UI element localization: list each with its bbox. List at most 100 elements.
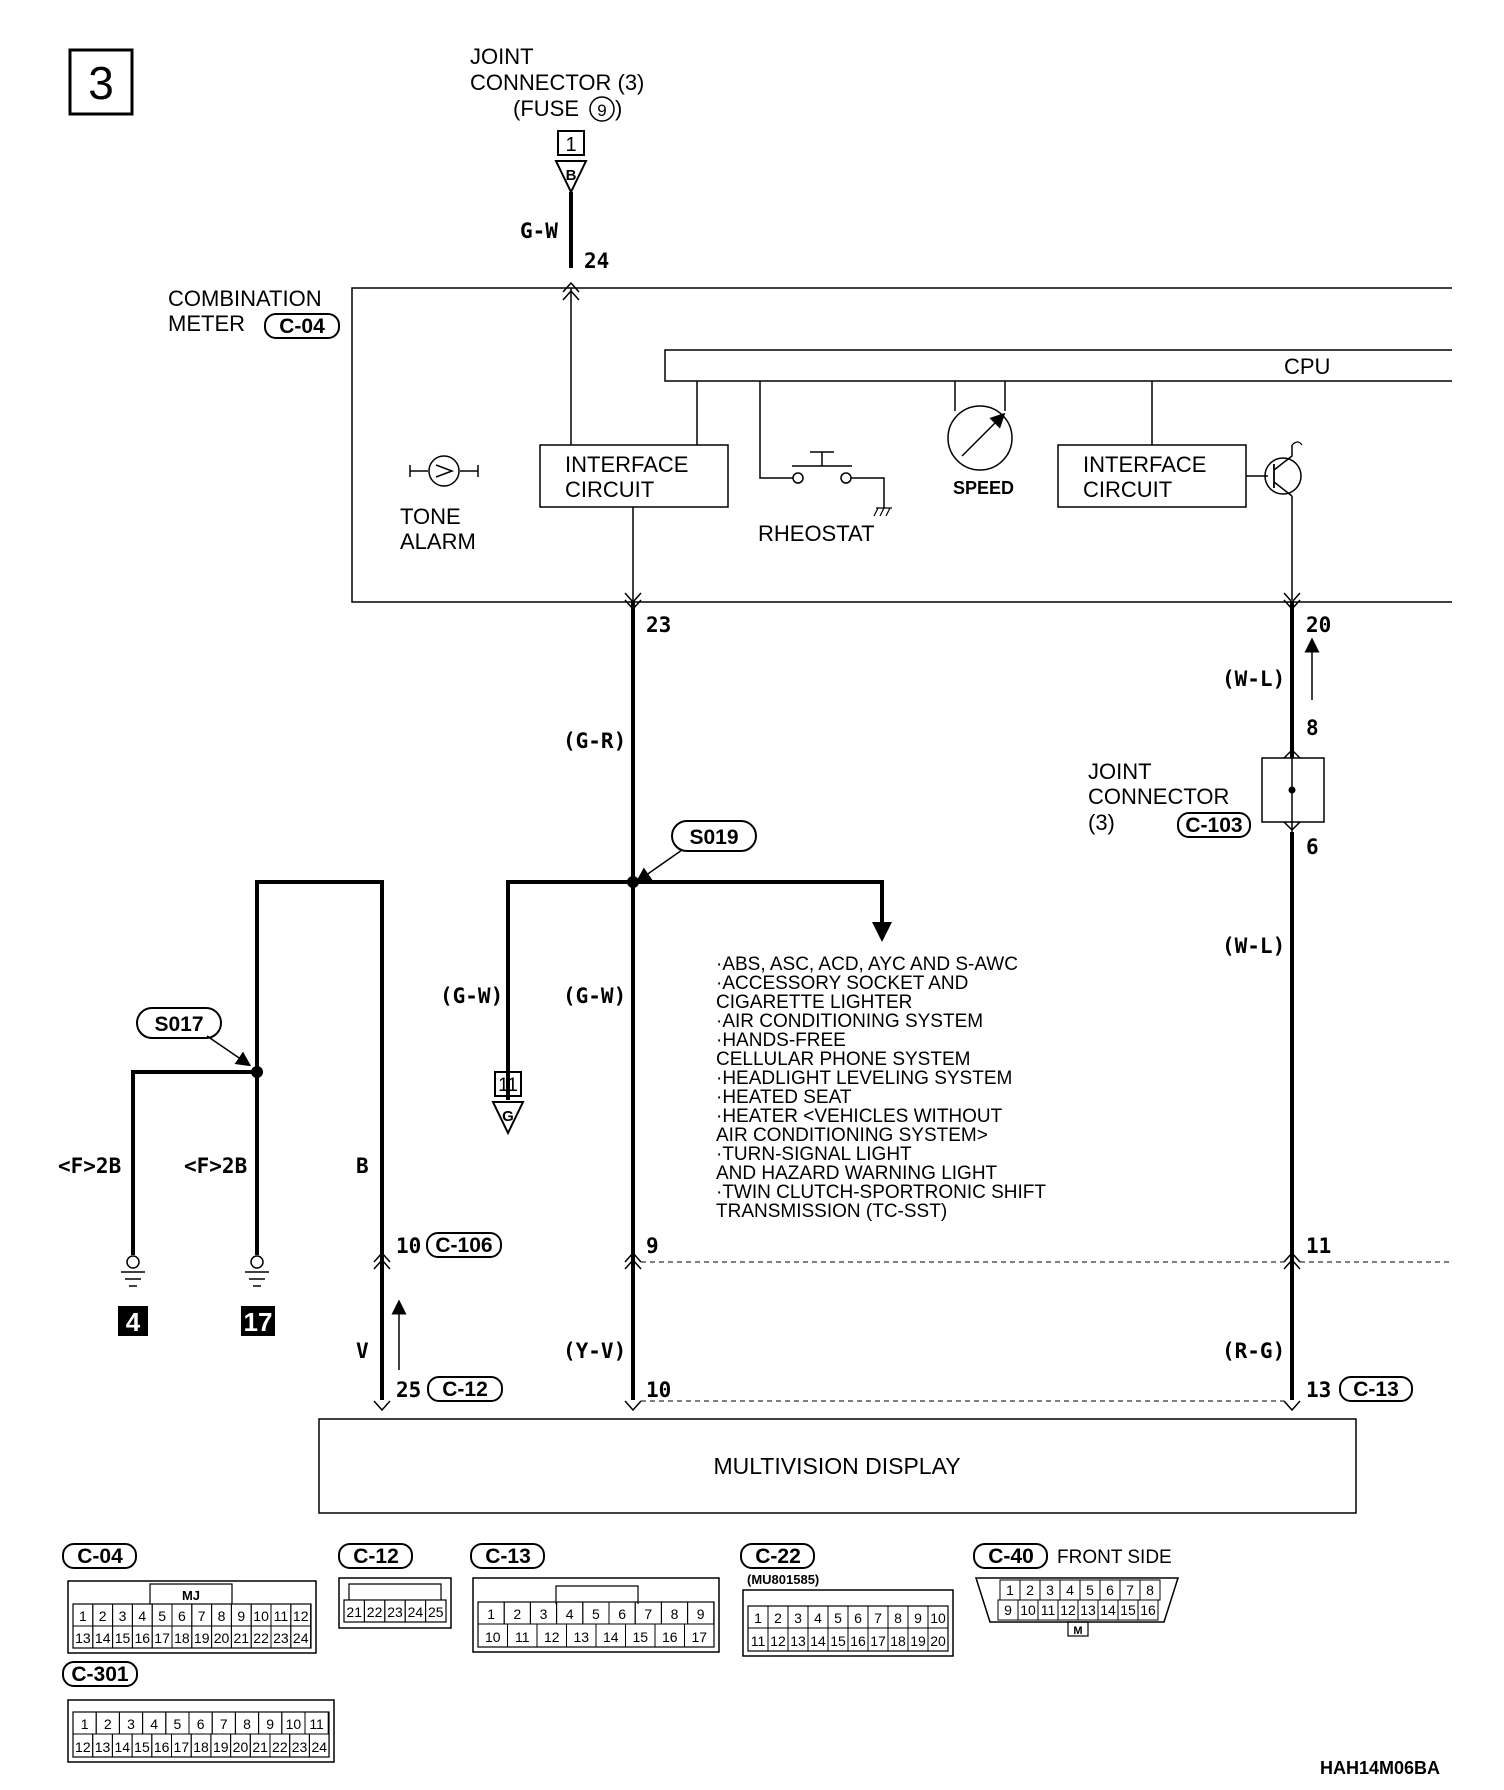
pin-number: 6: [197, 1716, 205, 1732]
svg-text:·AIR CONDITIONING SYSTEM: ·AIR CONDITIONING SYSTEM: [716, 1011, 983, 1032]
svg-text:AND HAZARD WARNING LIGHT: AND HAZARD WARNING LIGHT: [716, 1163, 998, 1184]
pin-number: 20: [233, 1739, 249, 1755]
pin-number: 7: [874, 1610, 882, 1626]
pin-number: 3: [119, 1608, 127, 1624]
intermediate-connector-c106: 10 C-106: [373, 1232, 502, 1270]
svg-text:9: 9: [646, 1234, 659, 1258]
pin-number: 16: [850, 1633, 866, 1649]
pin-number: 4: [814, 1610, 822, 1626]
pin-number: 1: [754, 1610, 762, 1626]
intermediate-pin-9: 9: [624, 1234, 659, 1270]
svg-text:SPEED: SPEED: [953, 478, 1014, 498]
pin-number: 9: [697, 1606, 705, 1622]
pin-number: 10: [253, 1608, 269, 1624]
pin-number: 14: [95, 1630, 111, 1646]
pin-number: 3: [794, 1610, 802, 1626]
pin-number: 19: [910, 1633, 926, 1649]
pin-number: 6: [178, 1608, 186, 1624]
pin-number: 16: [662, 1629, 678, 1645]
jc-pin-8: 8: [1306, 716, 1319, 740]
multivision-display: MULTIVISION DISPLAY: [318, 1418, 1357, 1514]
pin-number: 4: [1066, 1582, 1074, 1598]
pin-number: 5: [1086, 1582, 1094, 1598]
pin-number: 9: [237, 1608, 245, 1624]
svg-text:(MU801585): (MU801585): [747, 1572, 819, 1587]
svg-text:RHEOSTAT: RHEOSTAT: [758, 521, 875, 546]
pin-number: 1: [81, 1716, 89, 1732]
pin-number: 8: [671, 1606, 679, 1622]
pin-number: 3: [540, 1606, 548, 1622]
display-pin-13: 13 C-13: [1306, 1376, 1413, 1402]
svg-text:C-12: C-12: [442, 1378, 488, 1401]
pin-number: 5: [834, 1610, 842, 1626]
ground-g-terminal: 11 G: [491, 1071, 525, 1136]
pin-number: 5: [592, 1606, 600, 1622]
wire-label-v: V: [356, 1339, 369, 1363]
svg-text:AIR CONDITIONING SYSTEM>: AIR CONDITIONING SYSTEM>: [716, 1125, 988, 1146]
pin-number: 12: [544, 1629, 560, 1645]
pin-cell: [1137, 1599, 1159, 1621]
pin-number: 22: [272, 1739, 288, 1755]
transistor-symbol: [1246, 441, 1303, 600]
ground-4: 4: [118, 1255, 148, 1337]
svg-text:TONE: TONE: [400, 504, 461, 529]
pin-cell: [308, 1733, 330, 1758]
pin-number: 10: [930, 1610, 946, 1626]
pin-number: 4: [150, 1716, 158, 1732]
tone-alarm-symbol: TONE ALARM: [400, 455, 479, 554]
pin-number: 12: [770, 1633, 786, 1649]
wire-label-gw-top: G-W: [520, 219, 558, 243]
cpu-block: [664, 349, 1452, 382]
svg-text:): ): [615, 96, 622, 121]
svg-text:TRANSMISSION (TC-SST): TRANSMISSION (TC-SST): [716, 1201, 947, 1222]
pin-number: 5: [174, 1716, 182, 1732]
pin-number: 15: [830, 1633, 846, 1649]
pin-number: 13: [1080, 1602, 1096, 1618]
pin-cell: [684, 1623, 715, 1648]
pin-20: 20: [1306, 613, 1331, 637]
pin-number: 12: [293, 1608, 309, 1624]
pin-number: 13: [75, 1630, 91, 1646]
pin-number: 15: [115, 1630, 131, 1646]
svg-text:17: 17: [244, 1307, 273, 1337]
pin-number: 24: [311, 1739, 327, 1755]
pin-number: 10: [286, 1716, 302, 1732]
pin-number: 7: [644, 1606, 652, 1622]
combination-meter-box: [351, 287, 1452, 603]
intermediate-pin-11: 11: [1283, 1234, 1331, 1270]
pin-number: 11: [309, 1716, 324, 1732]
svg-text:9: 9: [597, 101, 606, 120]
pin-number: 6: [854, 1610, 862, 1626]
wire-label-gw-left: (G-W): [440, 984, 503, 1008]
pin-number: 2: [1026, 1582, 1034, 1598]
svg-text:G: G: [502, 1108, 514, 1125]
pin-number: 9: [914, 1610, 922, 1626]
pin-number: 6: [1106, 1582, 1114, 1598]
svg-text:CIRCUIT: CIRCUIT: [565, 477, 654, 502]
svg-text:11: 11: [498, 1075, 518, 1096]
rheostat-switch: RHEOSTAT: [758, 381, 892, 546]
display-pin-10: 10: [646, 1378, 671, 1402]
wire-label-f2b-1: <F>2B: [58, 1154, 121, 1178]
svg-text:3: 3: [88, 57, 114, 109]
svg-text:ALARM: ALARM: [400, 529, 476, 554]
pin-number: 11: [515, 1629, 530, 1645]
svg-text:B: B: [566, 167, 577, 184]
pin-number: 14: [1100, 1602, 1116, 1618]
pin-24: 24: [584, 249, 609, 273]
svg-text:·HANDS-FREE: ·HANDS-FREE: [716, 1030, 846, 1051]
pin-number: 15: [632, 1629, 648, 1645]
pin-number: 7: [220, 1716, 228, 1732]
splice-s017: S017: [136, 1007, 252, 1067]
pin-number: 2: [774, 1610, 782, 1626]
interface-circuit-2: INTERFACE CIRCUIT: [1057, 444, 1247, 508]
pin-number: 6: [618, 1606, 626, 1622]
pin-number: 12: [75, 1739, 91, 1755]
pin-number: 13: [95, 1739, 111, 1755]
splice-s019: S019: [635, 820, 757, 883]
pin-cell: [425, 1599, 447, 1623]
pin-number: 14: [810, 1633, 826, 1649]
